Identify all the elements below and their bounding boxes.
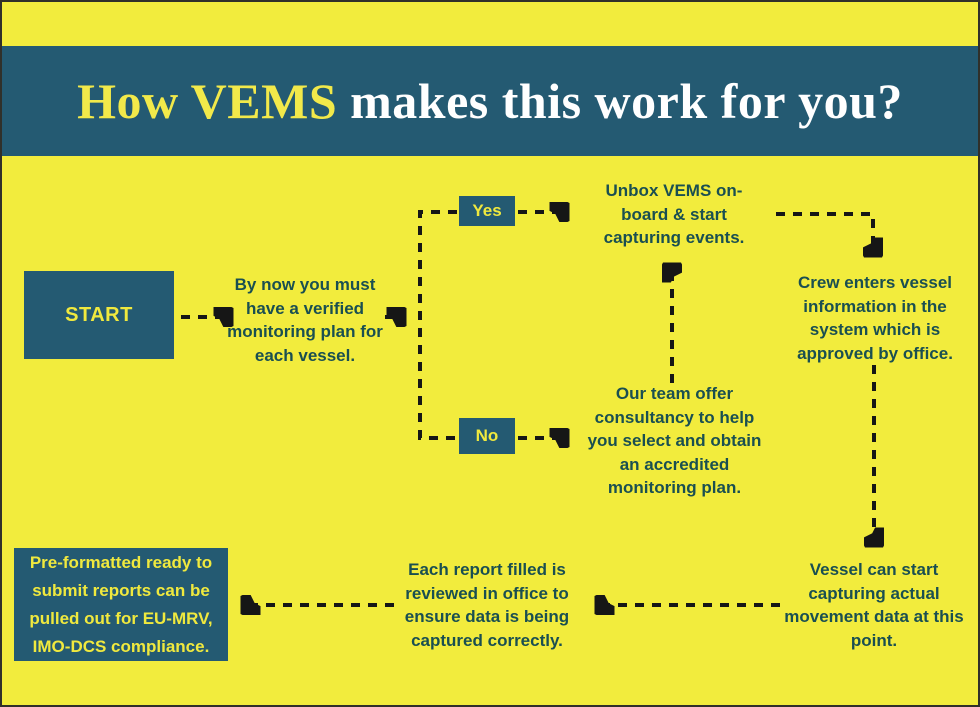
- crew-enters-info-step: Crew enters vessel information in the sy…: [797, 273, 953, 363]
- vessel-capturing-step: Vessel can start capturing actual moveme…: [784, 560, 964, 650]
- decision-no-node: No: [459, 418, 515, 454]
- start-node-label: START: [65, 303, 133, 326]
- branch-bracket: [418, 210, 457, 440]
- page-title-highlight: How VEMS: [77, 73, 338, 129]
- monitoring-plan-step: By now you must have a verified monitori…: [227, 275, 383, 365]
- report-review-step: Each report filled is reviewed in office…: [404, 560, 570, 650]
- start-node: START: [24, 271, 174, 359]
- decision-yes-label: Yes: [472, 201, 502, 220]
- arrow-unbox-to-crew: [776, 212, 873, 252]
- decision-yes-node: Yes: [459, 196, 515, 226]
- page-title: How VEMS makes this work for you?: [77, 72, 903, 130]
- preformatted-reports-node: Pre-formatted ready to submit reports ca…: [14, 548, 228, 661]
- unbox-vems-step: Unbox VEMS on-board & start capturing ev…: [603, 181, 745, 247]
- preformatted-reports-label: Pre-formatted ready to submit reports ca…: [29, 552, 213, 656]
- decision-no-label: No: [475, 426, 499, 445]
- page-title-rest: makes this work for you?: [337, 73, 903, 129]
- consultancy-step: Our team offer consultancy to help you s…: [587, 384, 762, 497]
- title-band: How VEMS makes this work for you?: [2, 46, 978, 156]
